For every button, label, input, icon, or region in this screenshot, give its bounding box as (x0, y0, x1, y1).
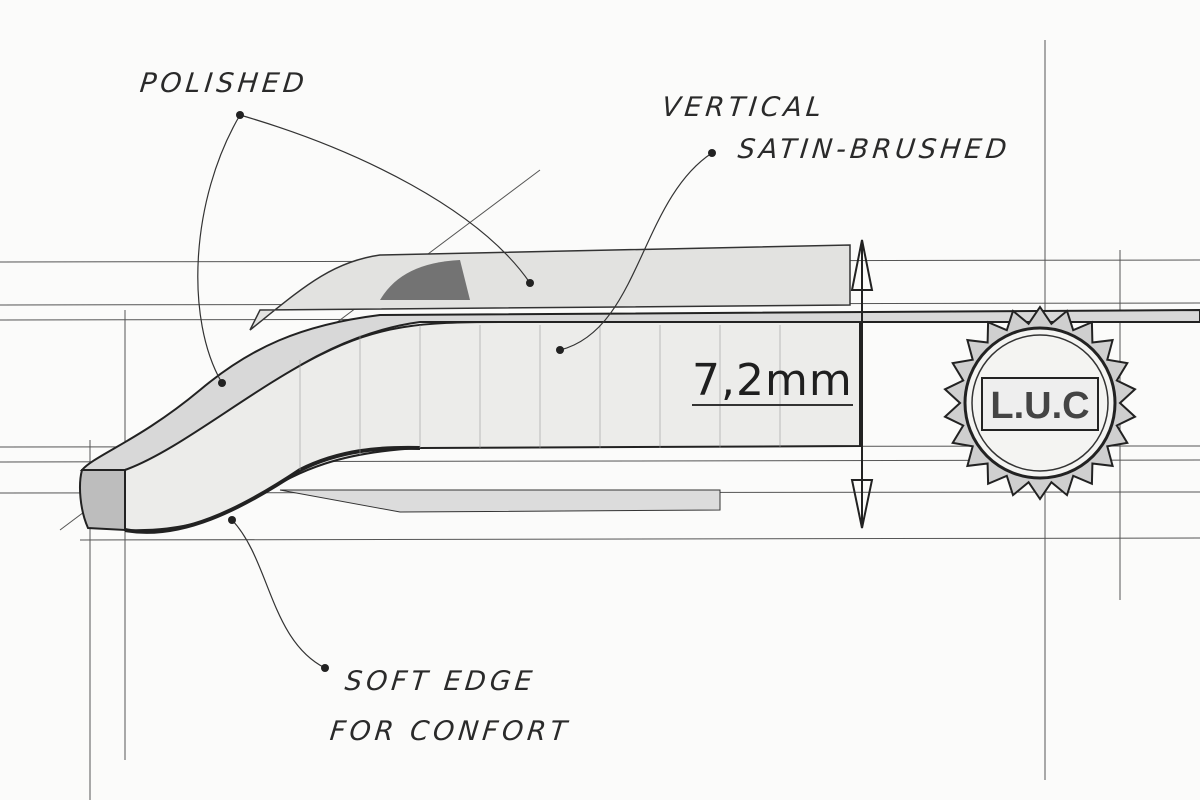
bracelet-link (79, 244, 1200, 534)
leader-lines (197, 114, 713, 669)
label-soft-edge: SOFT EDGE (343, 666, 538, 697)
label-polished: POLISHED (138, 68, 310, 99)
label-vertical: VERTICAL (660, 92, 827, 123)
luc-seal: L.U.C (943, 305, 1137, 501)
label-satin-brushed: SATIN-BRUSHED (736, 134, 1013, 165)
leader-dots (218, 111, 716, 672)
dimension-label: 7,2mm (692, 355, 853, 406)
seal-logo-text: L.U.C (990, 385, 1089, 427)
label-for-confort: FOR CONFORT (328, 716, 573, 747)
dimension-arrow (850, 239, 874, 529)
